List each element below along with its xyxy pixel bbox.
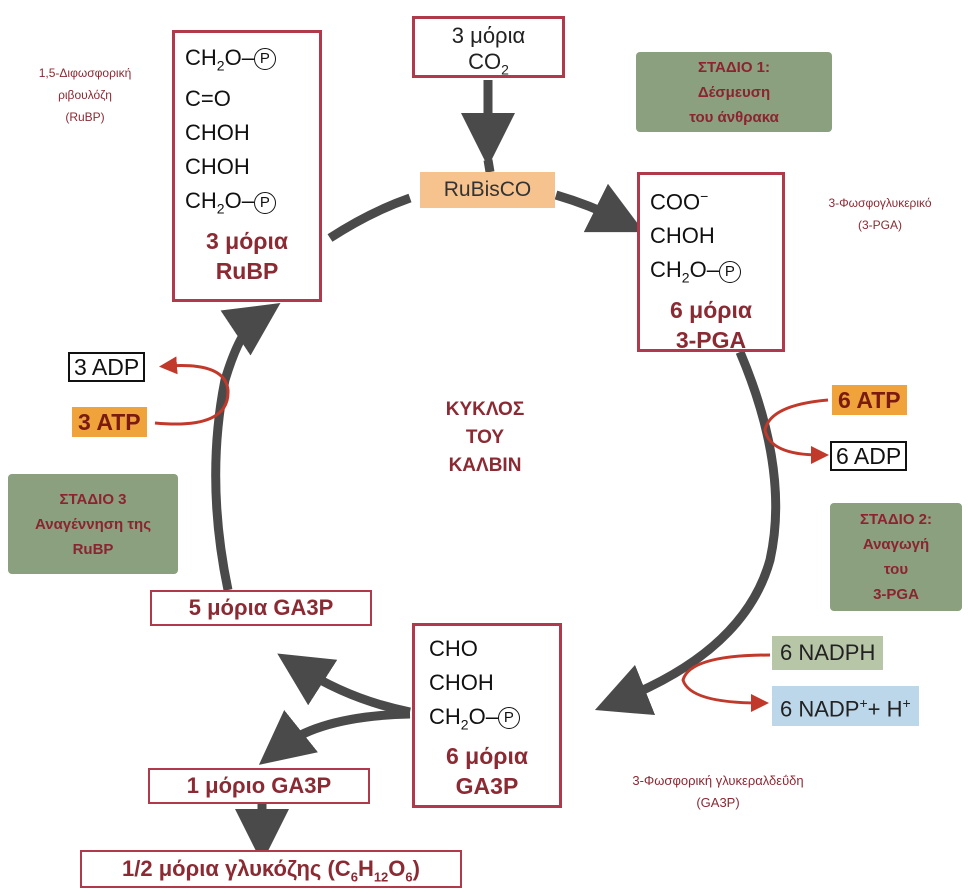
glucose-box: 1/2 μόρια γλυκόζης (C6H12O6) (80, 850, 462, 888)
co2-label-1: 3 μόρια (451, 23, 526, 48)
phosphate-icon: P (497, 707, 520, 730)
rubp-line-1: CH2O–P (185, 41, 319, 82)
pga-box: COO− CHOH CH2O–P 6 μόρια 3-PGA (637, 172, 785, 353)
ga3p-label-2: GA3P (455, 773, 519, 800)
rubisco-to-pga-arrow (554, 183, 645, 233)
atp-left: 3 ATP (72, 407, 147, 437)
rubp-line-5: CH2O–P (185, 184, 319, 225)
ga3p1-box: 1 μόριο GA3P (148, 768, 370, 804)
phosphate-icon: P (253, 191, 276, 214)
rubp-label-2: RuBP (215, 257, 279, 284)
atp-right: 6 ATP (832, 385, 907, 415)
ga3p-name: 3-Φωσφορική γλυκεραλδεΰδη(GA3P) (632, 773, 804, 810)
pga-line-3: CH2O–P (650, 253, 782, 294)
ga3p-label-1: 6 μόρια (445, 743, 529, 770)
pga-label-2: 3-PGA (675, 326, 747, 353)
pga-line-1: COO− (650, 188, 709, 215)
ga3p-line-1: CHO (429, 636, 478, 661)
co2-box: 3 μόρια CO2 (412, 16, 565, 78)
ga3p-line-2: CHOH (429, 670, 494, 695)
left-atp-curve (154, 356, 230, 426)
nadph-label: 6 NADPH (772, 636, 884, 670)
ga3p-to-ga3p5-arrow (277, 653, 411, 717)
phosphate-icon: P (253, 48, 276, 71)
ga3p-box: CHO CHOH CH2O–P 6 μόρια GA3P (412, 623, 562, 808)
adp-right: 6 ADP (830, 441, 908, 471)
rubisco-enzyme: RuBisCO (420, 172, 555, 208)
ga3p5-box: 5 μόρια GA3P (150, 590, 372, 626)
rubp-line-3: CHOH (185, 120, 250, 146)
ga3p-to-ga3p1-arrow (258, 709, 411, 765)
ga3p5-to-rubp-arrow (211, 303, 281, 591)
ga3p-line-3: CH2O–P (429, 700, 559, 741)
pga-line-2: CHOH (650, 223, 715, 249)
adp-left: 3 ADP (68, 352, 146, 382)
nadp-label: 6 NADP++ H+ (772, 686, 919, 727)
rubp-to-rubisco-arrow (327, 193, 412, 242)
pga-name: 3-Φωσφογλυκερικό(3-PGA) (828, 196, 932, 232)
pga-to-ga3p-arrow (594, 350, 781, 716)
nadph-curve (681, 653, 771, 712)
rubp-line-2: C=O (185, 86, 231, 112)
co2-formula: CO2 (468, 49, 509, 78)
pga-label-1: 6 μόρια (669, 296, 753, 323)
right-atp-curve (763, 398, 829, 464)
phosphate-icon: P (718, 260, 741, 283)
rubp-line-4: CHOH (185, 154, 250, 180)
rubp-box: CH2O–P C=O CHOH CHOH CH2O–P 3 μόρια RuBP (172, 30, 322, 302)
rubp-label-1: 3 μόρια (205, 227, 289, 254)
